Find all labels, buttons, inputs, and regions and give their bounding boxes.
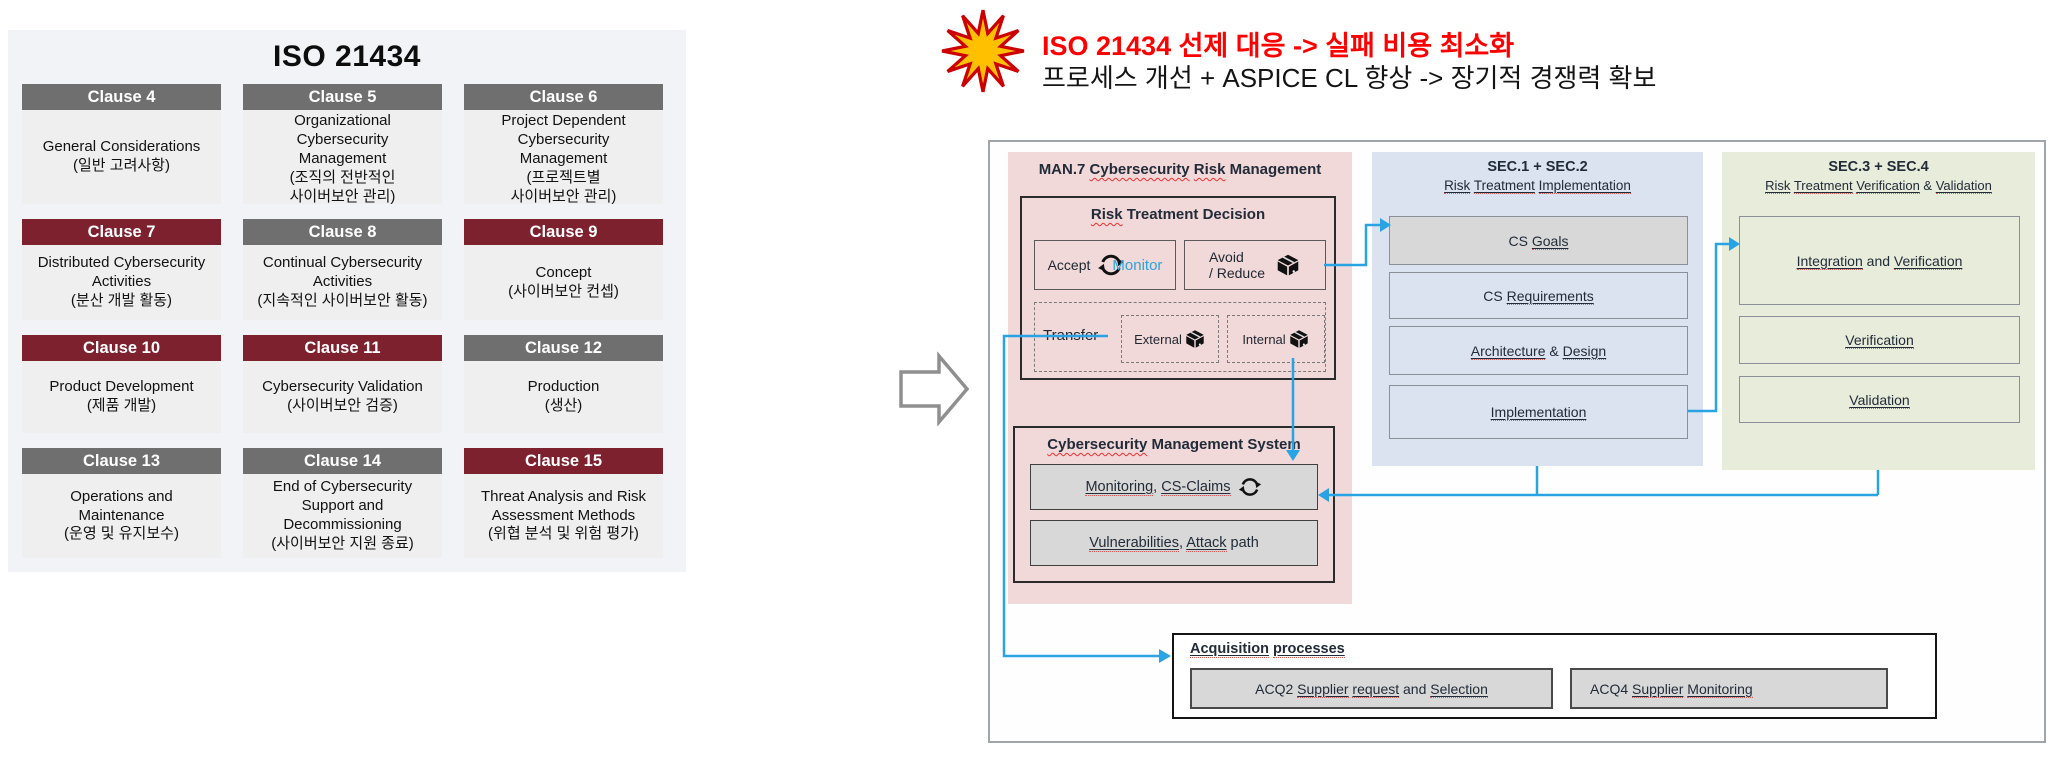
cs-requirements-label: CS Requirements: [1483, 287, 1594, 305]
sec3-sec4-subtitle: Risk Treatment Verification & Validation: [1765, 178, 1992, 194]
transfer-internal-box: Internal: [1227, 315, 1325, 363]
block-arrow-right-icon: [899, 351, 970, 426]
clause-13-cell: Clause 13 Operations and Maintenance (운영…: [22, 448, 221, 558]
iso21434-panel: ISO 21434 Clause 4 General Consideration…: [8, 30, 686, 572]
clause-15-cell: Clause 15 Threat Analysis and Risk Asses…: [464, 448, 663, 558]
clause-11-body: Cybersecurity Validation (사이버보안 검증): [262, 378, 423, 414]
clause-10-header: Clause 10: [22, 335, 221, 361]
avoid-reduce-label: Avoid / Reduce: [1208, 249, 1266, 281]
transfer-label: Transfer: [1043, 327, 1099, 344]
clause-6-cell: Clause 6 Project Dependent Cybersecurity…: [464, 84, 663, 205]
clause-7-cell: Clause 7 Distributed Cybersecurity Activ…: [22, 219, 221, 320]
acq4-label: ACQ4 Supplier Monitoring: [1590, 680, 1753, 698]
clause-13-body: Operations and Maintenance (운영 및 유지보수): [64, 487, 179, 543]
package-box-icon: [1275, 252, 1301, 278]
risk-treatment-decision-title: Risk Treatment Decision: [1090, 206, 1266, 223]
monitoring-cs-claims-box: Monitoring, CS-Claims: [1030, 464, 1318, 510]
transfer-external-box: External: [1121, 315, 1219, 363]
man7-title: MAN.7 Cybersecurity Risk Management: [1038, 161, 1322, 178]
cs-goals-label: CS Goals: [1508, 232, 1569, 250]
clause-12-header: Clause 12: [464, 335, 663, 361]
risk-treatment-decision-box: Risk Treatment Decision Accept Monitor A…: [1020, 196, 1336, 380]
integration-verification-label: Integration and Verification: [1796, 252, 1963, 270]
package-box-icon: [1184, 328, 1206, 350]
clause-7-header: Clause 7: [22, 219, 221, 245]
sec3-sec4-title: SEC.3 + SEC.4: [1828, 159, 1929, 175]
clause-12-cell: Clause 12 Production (생산): [464, 335, 663, 433]
package-box-icon: [1288, 328, 1310, 350]
sec1-sec2-title: SEC.1 + SEC.2: [1487, 159, 1588, 175]
accept-label: Accept: [1047, 257, 1091, 273]
sec1-sec2-panel: SEC.1 + SEC.2 Risk Treatment Implementat…: [1372, 152, 1703, 466]
clause-11-header: Clause 11: [243, 335, 442, 361]
transfer-box: Transfer External Internal: [1034, 302, 1326, 372]
vulnerabilities-attack-path-label: Vulnerabilities, Attack path: [1089, 535, 1259, 552]
implementation-label: Implementation: [1490, 404, 1587, 421]
validation-label: Validation: [1849, 391, 1910, 409]
acq2-box: ACQ2 Supplier request and Selection: [1190, 668, 1553, 709]
clause-6-body: Project Dependent Cybersecurity Manageme…: [501, 112, 626, 205]
validation-box: Validation: [1739, 376, 2020, 423]
verification-label: Verification: [1845, 332, 1914, 349]
clause-5-body: Organizational Cybersecurity Management …: [289, 112, 396, 205]
clause-14-header: Clause 14: [243, 448, 442, 474]
clause-4-header: Clause 4: [22, 84, 221, 110]
clause-12-body: Production (생산): [527, 378, 600, 414]
clause-14-cell: Clause 14 End of Cybersecurity Support a…: [243, 448, 442, 558]
acquisition-processes-title: Acquisition processes: [1190, 641, 1345, 658]
monitor-label: Monitor: [1112, 256, 1163, 274]
clause-9-cell: Clause 9 Concept (사이버보안 컨셉): [464, 219, 663, 320]
headline-line2: 프로세스 개선 + ASPICE CL 향상 -> 장기적 경쟁력 확보: [1042, 63, 1657, 93]
clause-5-cell: Clause 5 Organizational Cybersecurity Ma…: [243, 84, 442, 205]
acquisition-processes-box: Acquisition processes ACQ2 Supplier requ…: [1172, 633, 1937, 719]
sec1-sec2-subtitle: Risk Treatment Implementation: [1444, 178, 1631, 194]
clause-9-header: Clause 9: [464, 219, 663, 245]
clause-10-cell: Clause 10 Product Development (제품 개발): [22, 335, 221, 433]
clause-7-body: Distributed Cybersecurity Activities (분산…: [37, 254, 206, 309]
internal-label: Internal: [1242, 331, 1286, 347]
architecture-design-box: Architecture & Design: [1389, 326, 1688, 375]
clause-11-cell: Clause 11 Cybersecurity Validation (사이버보…: [243, 335, 442, 433]
clause-6-header: Clause 6: [464, 84, 663, 110]
accept-box: Accept Monitor: [1034, 240, 1176, 290]
clause-15-body: Threat Analysis and Risk Assessment Meth…: [480, 487, 647, 543]
clause-5-header: Clause 5: [243, 84, 442, 110]
verification-box: Verification: [1739, 316, 2020, 364]
cms-title: Cybersecurity Management System: [1047, 436, 1301, 453]
clause-8-cell: Clause 8 Continual Cybersecurity Activit…: [243, 219, 442, 320]
clause-4-cell: Clause 4 General Considerations (일반 고려사항…: [22, 84, 221, 204]
headline-line1: ISO 21434 선제 대응 -> 실패 비용 최소화: [1042, 31, 1515, 61]
monitoring-cs-claims-label: Monitoring, CS-Claims: [1085, 479, 1231, 496]
cycle-arrows-icon: [1237, 474, 1263, 500]
integration-verification-box: Integration and Verification: [1739, 216, 2020, 305]
acq2-label: ACQ2 Supplier request and Selection: [1255, 680, 1488, 698]
avoid-reduce-box: Avoid / Reduce: [1184, 240, 1326, 290]
acq4-box: ACQ4 Supplier Monitoring: [1570, 668, 1888, 709]
clause-13-header: Clause 13: [22, 448, 221, 474]
clause-8-body: Continual Cybersecurity Activities (지속적인…: [257, 254, 428, 309]
external-label: External: [1134, 331, 1182, 347]
clause-8-header: Clause 8: [243, 219, 442, 245]
cybersecurity-management-system-box: Cybersecurity Management System Monitori…: [1013, 426, 1335, 583]
clause-4-body: General Considerations (일반 고려사항): [42, 138, 201, 174]
cs-goals-box: CS Goals: [1389, 216, 1688, 265]
architecture-design-label: Architecture & Design: [1470, 342, 1607, 360]
clause-15-header: Clause 15: [464, 448, 663, 474]
iso21434-title: ISO 21434: [273, 40, 421, 73]
starburst-icon: [941, 9, 1025, 93]
clause-10-body: Product Development (제품 개발): [49, 378, 194, 414]
clause-14-body: End of Cybersecurity Support and Decommi…: [271, 478, 414, 552]
implementation-box: Implementation: [1389, 385, 1688, 439]
cs-requirements-box: CS Requirements: [1389, 272, 1688, 319]
clause-grid: Clause 4 General Considerations (일반 고려사항…: [22, 84, 663, 558]
sec3-sec4-panel: SEC.3 + SEC.4 Risk Treatment Verificatio…: [1722, 152, 2035, 470]
clause-9-body: Concept (사이버보안 컨셉): [508, 263, 619, 300]
vulnerabilities-attack-path-box: Vulnerabilities, Attack path: [1030, 520, 1318, 566]
